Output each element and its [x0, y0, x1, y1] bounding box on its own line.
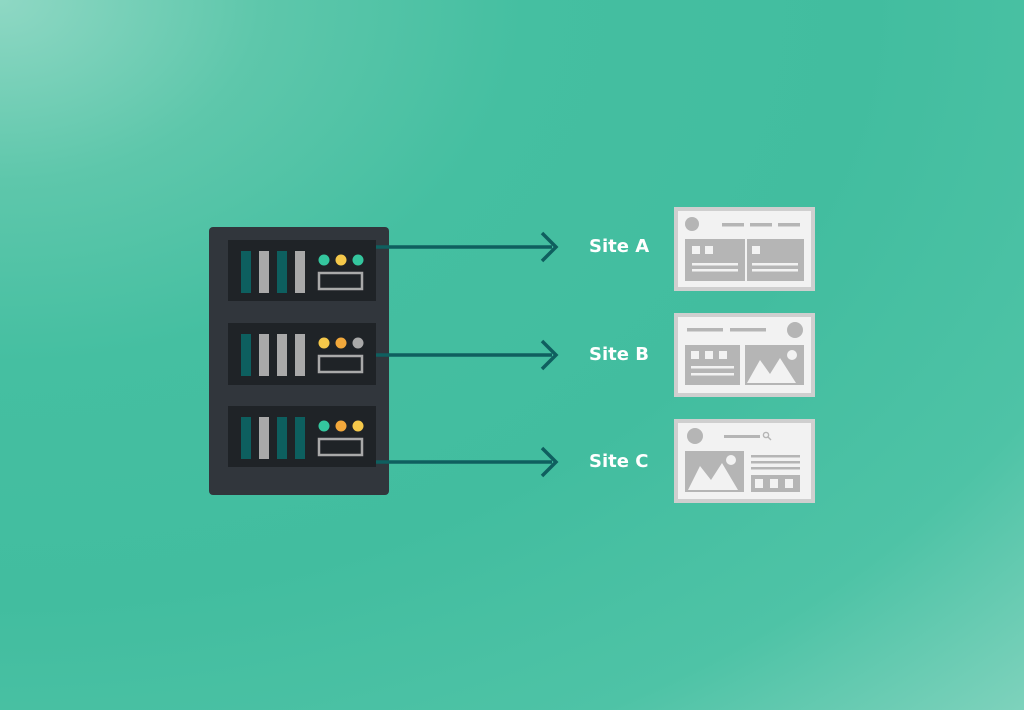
search-icon [762, 431, 772, 441]
server-unit-3 [228, 406, 376, 467]
status-led [335, 420, 347, 432]
arrow-right-icon-site-c [376, 446, 559, 478]
status-led [318, 337, 330, 349]
website-wireframe-icon-site-a [674, 207, 815, 291]
status-led [352, 254, 364, 266]
website-wireframe-icon-site-c [674, 419, 815, 503]
arrow-right-icon-site-b [376, 339, 559, 371]
site-b-label: Site B [589, 344, 649, 365]
server-unit-1 [228, 240, 376, 301]
server-unit-2 [228, 323, 376, 385]
status-led [335, 254, 347, 266]
arrow-right-icon-site-a [376, 231, 559, 263]
website-wireframe-icon-site-b [674, 313, 815, 397]
mountain-image-icon [745, 345, 804, 385]
status-led [352, 420, 364, 432]
mountain-image-icon [685, 451, 744, 492]
site-c-label: Site C [589, 451, 649, 472]
status-led [335, 337, 347, 349]
server-rack-icon [209, 227, 389, 495]
site-a-label: Site A [589, 236, 650, 257]
status-led [318, 254, 330, 266]
status-led [352, 337, 364, 349]
status-led [318, 420, 330, 432]
